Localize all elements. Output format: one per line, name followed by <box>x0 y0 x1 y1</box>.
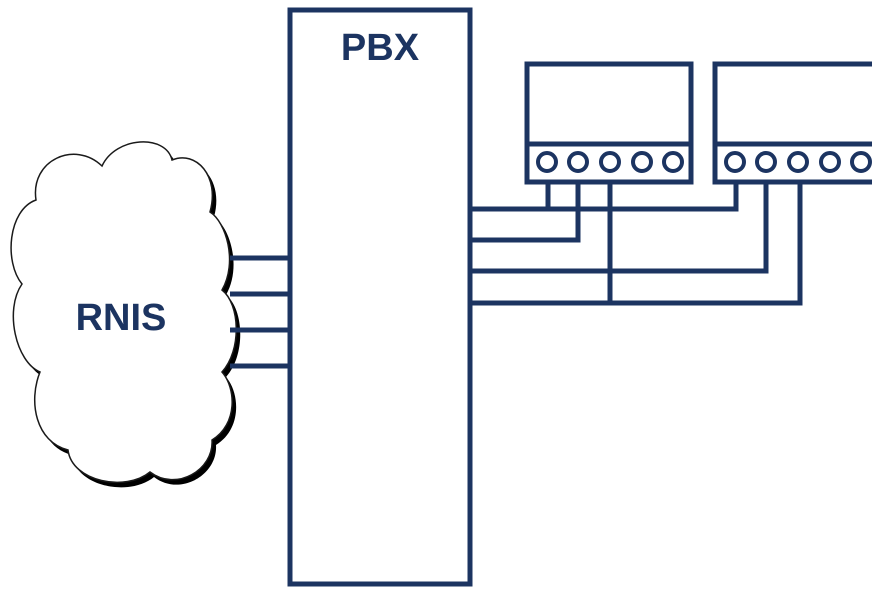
rnis-cloud-shape <box>10 141 237 484</box>
terminal-device-2 <box>712 61 872 185</box>
terminal-1-port-3 <box>599 151 621 173</box>
rnis-cloud: RNIS <box>10 141 241 488</box>
terminal-2-port-4 <box>819 151 841 173</box>
pbx-label: PBX <box>341 27 420 69</box>
terminal-1-port-4 <box>631 151 653 173</box>
terminal-2-port-1 <box>724 151 746 173</box>
terminal-2-port-5 <box>850 151 872 173</box>
rnis-label: RNIS <box>76 297 167 339</box>
terminal-2-port-3 <box>787 151 809 173</box>
pbx-box <box>287 7 473 587</box>
terminal-1-port-5 <box>662 151 684 173</box>
terminal-device-1 <box>524 61 694 185</box>
trunk-lines <box>230 255 290 369</box>
extension-wire-4 <box>470 174 803 306</box>
terminal-2-port-2 <box>755 151 777 173</box>
extension-wire-1 <box>470 174 739 212</box>
terminal-1-port-1 <box>536 151 558 173</box>
extension-wires <box>470 174 803 306</box>
pbx-unit: PBX <box>287 7 473 587</box>
extension-wire-2 <box>470 174 581 243</box>
extension-wire-3 <box>470 174 769 274</box>
terminal-1-port-2 <box>567 151 589 173</box>
